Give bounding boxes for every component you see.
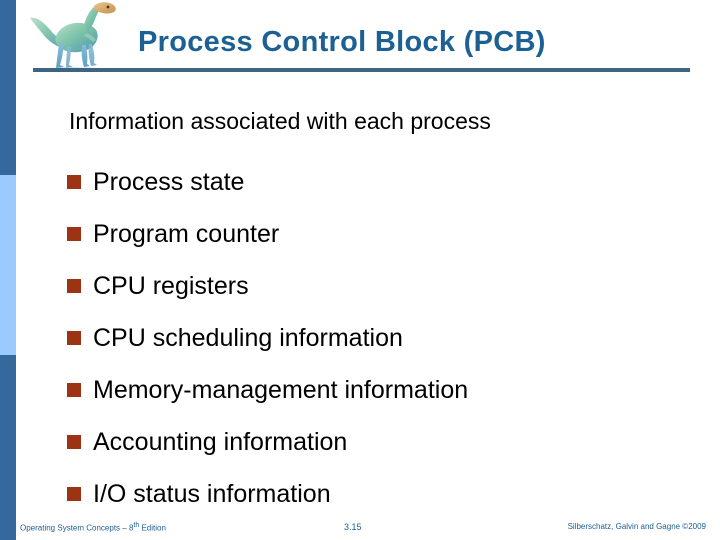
left-stripe-top-segment xyxy=(0,0,16,175)
intro-text: Information associated with each process xyxy=(69,108,491,134)
footer-book-title-suffix: Edition xyxy=(139,523,166,533)
square-bullet-icon xyxy=(67,383,81,397)
title-underline-rule xyxy=(33,68,690,72)
square-bullet-icon xyxy=(67,331,81,345)
list-item: CPU scheduling information xyxy=(0,312,720,364)
list-item: I/O status information xyxy=(0,468,720,520)
slide-number: 3.15 xyxy=(344,522,362,532)
list-item: CPU registers xyxy=(0,260,720,312)
list-item: Process state xyxy=(0,156,720,208)
list-item-label: Memory-management information xyxy=(93,375,469,404)
list-item-label: Accounting information xyxy=(93,427,348,456)
left-stripe-bottom-segment xyxy=(0,355,16,540)
list-item-label: I/O status information xyxy=(93,479,331,508)
footer-edition-superscript: th xyxy=(133,522,140,529)
dinosaur-logo-icon xyxy=(26,0,122,72)
list-item-label: CPU scheduling information xyxy=(93,323,403,352)
list-item-label: Process state xyxy=(93,167,245,196)
square-bullet-icon xyxy=(67,435,81,449)
square-bullet-icon xyxy=(67,487,81,501)
bullet-list: Process state Program counter CPU regist… xyxy=(0,156,720,520)
list-item: Program counter xyxy=(0,208,720,260)
footer-book-title-prefix: Operating System Concepts – 8 xyxy=(20,523,134,533)
list-item: Accounting information xyxy=(0,416,720,468)
footer-book-title: Operating System Concepts – 8th Edition xyxy=(20,522,166,533)
list-item-label: CPU registers xyxy=(93,271,249,300)
square-bullet-icon xyxy=(67,279,81,293)
list-item: Memory-management information xyxy=(0,364,720,416)
square-bullet-icon xyxy=(67,227,81,241)
list-item-label: Program counter xyxy=(93,219,280,248)
left-stripe-middle-segment xyxy=(0,175,16,355)
square-bullet-icon xyxy=(67,175,81,189)
footer-copyright: Silberschatz, Galvin and Gagne ©2009 xyxy=(567,522,706,531)
page-title: Process Control Block (PCB) xyxy=(138,26,546,58)
